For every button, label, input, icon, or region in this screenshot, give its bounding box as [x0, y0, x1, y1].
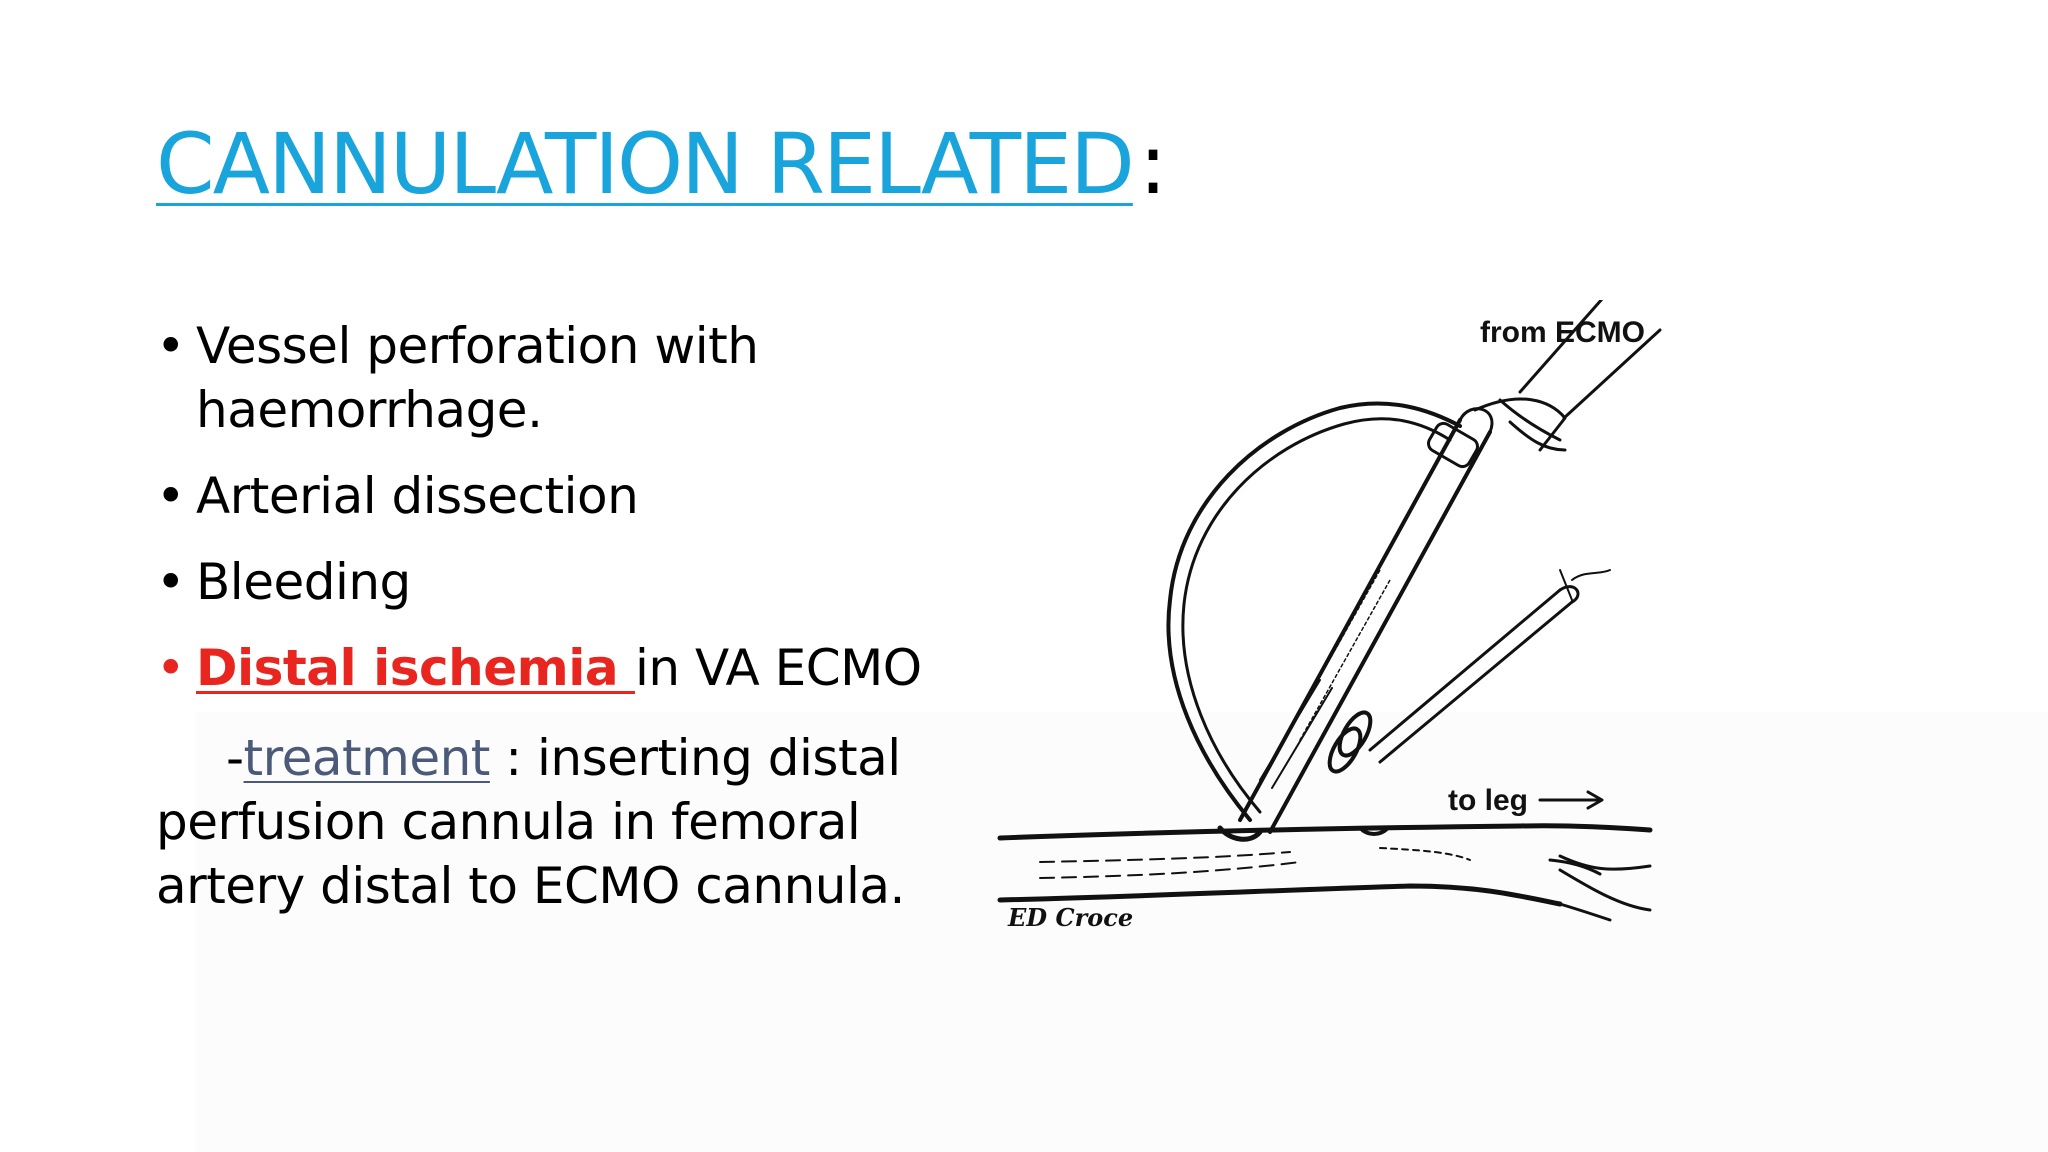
highlight-emphasis: Distal ischemia	[196, 639, 636, 697]
bullet-dot-icon: •	[156, 467, 186, 525]
bullet-dot-icon: •	[156, 317, 186, 375]
title-text: CANNULATION RELATED	[156, 115, 1135, 213]
bullet-item: • Vessel perforation with haemorrhage.	[156, 314, 936, 442]
title-colon: :	[1138, 115, 1167, 213]
bullet-text: Bleeding	[196, 553, 411, 611]
bullet-item: • Bleeding	[156, 550, 936, 614]
treatment-text: : inserting distal perfusion cannula in …	[156, 729, 905, 915]
cannula-illustration: from ECMO to leg ED Croce	[960, 300, 1740, 960]
label-from-ecmo: from ECMO	[1480, 316, 1645, 349]
treatment-prefix: -	[226, 729, 244, 787]
bullet-dot-icon: •	[156, 553, 186, 611]
bullet-dot-icon: •	[156, 639, 186, 697]
treatment-link[interactable]: treatment	[243, 729, 491, 787]
treatment-paragraph: -treatment : inserting distal perfusion …	[156, 726, 936, 918]
slide-title: CANNULATION RELATED:	[156, 115, 1167, 213]
background-shade	[196, 712, 2048, 1152]
bullet-item-highlight: • Distal ischemia in VA ECMO	[156, 636, 936, 700]
bullet-list: • Vessel perforation with haemorrhage. •…	[156, 314, 936, 722]
highlight-rest: in VA ECMO	[635, 639, 922, 697]
label-to-leg: to leg	[1448, 784, 1528, 817]
bullet-text: Vessel perforation with haemorrhage.	[196, 317, 759, 439]
artist-signature: ED Croce	[1007, 903, 1133, 932]
bullet-item: • Arterial dissection	[156, 464, 936, 528]
bullet-text: Arterial dissection	[196, 467, 639, 525]
cannula-drawing: from ECMO to leg ED Croce	[997, 300, 1662, 932]
